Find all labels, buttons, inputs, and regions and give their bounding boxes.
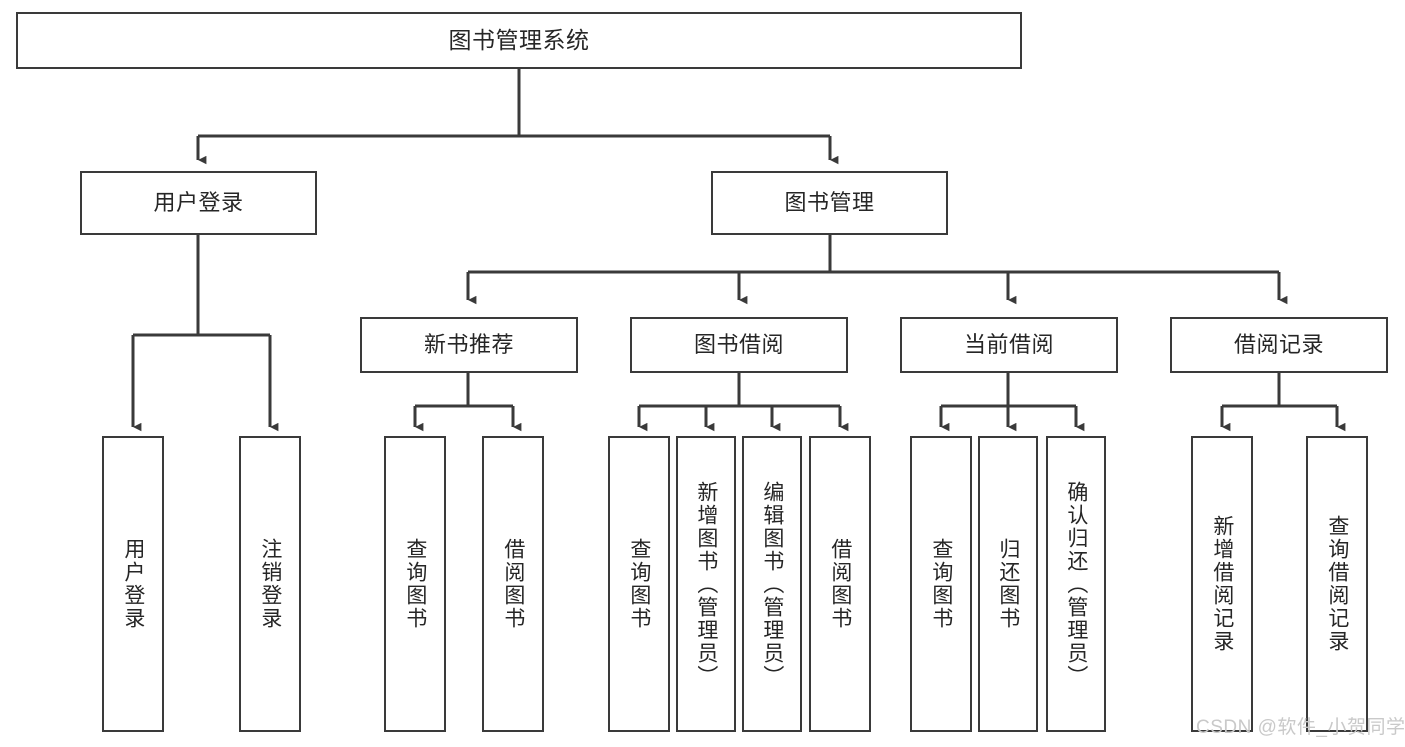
node-new-book-recommend[interactable]: 新书推荐 [360,317,578,373]
leaf-query-book-borrow[interactable]: 查询图书 [608,436,670,732]
leaf-query-borrow-record[interactable]: 查询借阅记录 [1306,436,1368,732]
node-book-manage[interactable]: 图书管理 [711,171,948,235]
leaf-add-book-admin[interactable]: 新增图书（管理员） [676,436,736,732]
node-user-login[interactable]: 用户登录 [80,171,317,235]
leaf-add-borrow-record[interactable]: 新增借阅记录 [1191,436,1253,732]
leaf-query-book-current[interactable]: 查询图书 [910,436,972,732]
leaf-confirm-return-admin[interactable]: 确认归还（管理员） [1046,436,1106,732]
node-current-borrow[interactable]: 当前借阅 [900,317,1118,373]
node-borrow-record[interactable]: 借阅记录 [1170,317,1388,373]
csdn-watermark: CSDN @软件_小贺同学 [1196,717,1405,738]
leaf-logout-login[interactable]: 注销登录 [239,436,301,732]
leaf-borrow-book-new-recommend[interactable]: 借阅图书 [482,436,544,732]
leaf-borrow-book-borrow[interactable]: 借阅图书 [809,436,871,732]
node-root-system[interactable]: 图书管理系统 [16,12,1022,69]
leaf-return-book[interactable]: 归还图书 [978,436,1038,732]
leaf-edit-book-admin[interactable]: 编辑图书（管理员） [742,436,802,732]
node-book-borrow[interactable]: 图书借阅 [630,317,848,373]
leaf-user-login[interactable]: 用户登录 [102,436,164,732]
leaf-query-book-new-recommend[interactable]: 查询图书 [384,436,446,732]
